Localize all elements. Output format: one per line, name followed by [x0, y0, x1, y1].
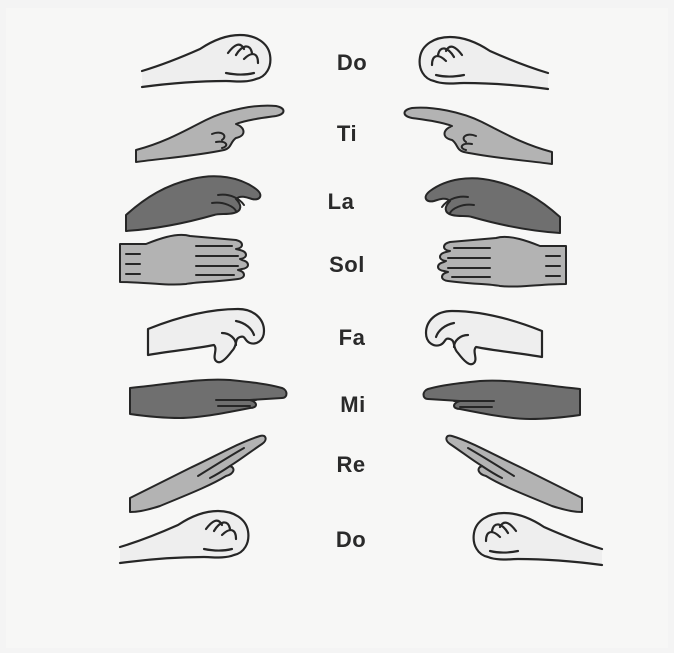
syllable-re: Re: [311, 452, 391, 478]
hand-angled-up-left-icon: [130, 436, 266, 512]
hand-droop-left-icon: [126, 176, 260, 231]
syllable-sol: Sol: [307, 252, 387, 278]
flat-hand-vertical-right-icon: [438, 237, 566, 287]
syllable-do-bottom: Do: [311, 527, 391, 553]
fist-bottom-right-icon: [474, 513, 602, 565]
syllable-fa: Fa: [312, 325, 392, 351]
thumb-down-left-icon: [148, 309, 264, 362]
point-up-right-icon: [405, 108, 553, 164]
flat-hand-vertical-left-icon: [120, 235, 248, 285]
syllable-ti: Ti: [307, 121, 387, 147]
syllable-mi: Mi: [313, 392, 393, 418]
syllable-do-top: Do: [312, 50, 392, 76]
flat-hand-horizontal-right-icon: [424, 381, 581, 419]
thumb-down-right-icon: [426, 311, 542, 364]
fist-right-icon: [420, 37, 548, 89]
hand-angled-up-right-icon: [446, 436, 582, 512]
flat-hand-horizontal-left-icon: [130, 380, 287, 418]
fist-bottom-left-icon: [120, 511, 248, 563]
syllable-la: La: [301, 189, 381, 215]
point-up-left-icon: [136, 106, 284, 162]
fist-left-icon: [142, 35, 270, 87]
hand-droop-right-icon: [426, 178, 560, 233]
